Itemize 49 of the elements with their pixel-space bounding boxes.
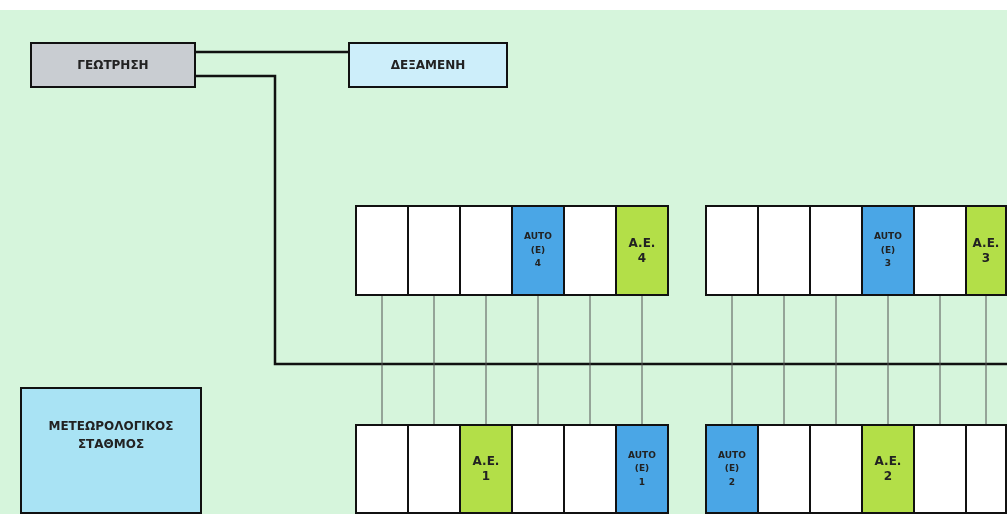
plot-cell bbox=[861, 205, 915, 296]
connector-line bbox=[537, 295, 539, 425]
plot-cell bbox=[563, 205, 617, 296]
plot-cell bbox=[705, 205, 759, 296]
cell-label: A.E. 3 bbox=[972, 235, 1000, 266]
connector-line bbox=[783, 295, 785, 425]
plot-cell bbox=[511, 205, 565, 296]
cell-label: A.E. 4 bbox=[628, 235, 656, 266]
plot-cell bbox=[809, 205, 863, 296]
weather-station-box: ΜΕΤΕΩΡΟΛΟΓΙΚΟΣ ΣΤΑΘΜΟΣ bbox=[20, 387, 202, 514]
plot-cell bbox=[705, 424, 759, 514]
cell-label: A.E. 1 bbox=[472, 454, 500, 484]
borehole-box: ΓΕΩΤΡΗΣΗ bbox=[30, 42, 196, 88]
cell-label: AUTO (E) 4 bbox=[524, 230, 552, 271]
plot-cell bbox=[407, 205, 461, 296]
connector-line bbox=[939, 295, 941, 425]
connector-line bbox=[641, 295, 643, 425]
plot-cell bbox=[615, 205, 669, 296]
plot-cell bbox=[511, 424, 565, 514]
plot-cell bbox=[355, 424, 409, 514]
connector-line bbox=[196, 50, 348, 54]
connector-line bbox=[381, 295, 383, 425]
pipe-line bbox=[196, 74, 1007, 366]
cell-label: AUTO (E) 2 bbox=[718, 448, 746, 489]
plot-cell bbox=[459, 205, 513, 296]
plot-cell bbox=[563, 424, 617, 514]
connector-line bbox=[731, 295, 733, 425]
plot-cell bbox=[861, 424, 915, 514]
connector-line bbox=[485, 295, 487, 425]
plot-cell bbox=[965, 424, 1007, 514]
plot-cell bbox=[965, 205, 1007, 296]
tank-box: ΔΕΞΑΜΕΝΗ bbox=[348, 42, 508, 88]
plot-cell bbox=[355, 205, 409, 296]
plot-cell bbox=[407, 424, 461, 514]
cell-label: A.E. 2 bbox=[874, 454, 902, 484]
plot-cell bbox=[913, 205, 967, 296]
connector-line bbox=[985, 295, 987, 425]
cell-label: AUTO (E) 1 bbox=[628, 448, 656, 489]
plot-cell bbox=[913, 424, 967, 514]
connector-line bbox=[589, 295, 591, 425]
connector-line bbox=[835, 295, 837, 425]
connector-line bbox=[887, 295, 889, 425]
plot-cell bbox=[459, 424, 513, 514]
plot-cell bbox=[615, 424, 669, 514]
plot-cell bbox=[809, 424, 863, 514]
cell-label: AUTO (E) 3 bbox=[874, 230, 902, 271]
plot-cell bbox=[757, 205, 811, 296]
connector-line bbox=[433, 295, 435, 425]
plot-cell bbox=[757, 424, 811, 514]
